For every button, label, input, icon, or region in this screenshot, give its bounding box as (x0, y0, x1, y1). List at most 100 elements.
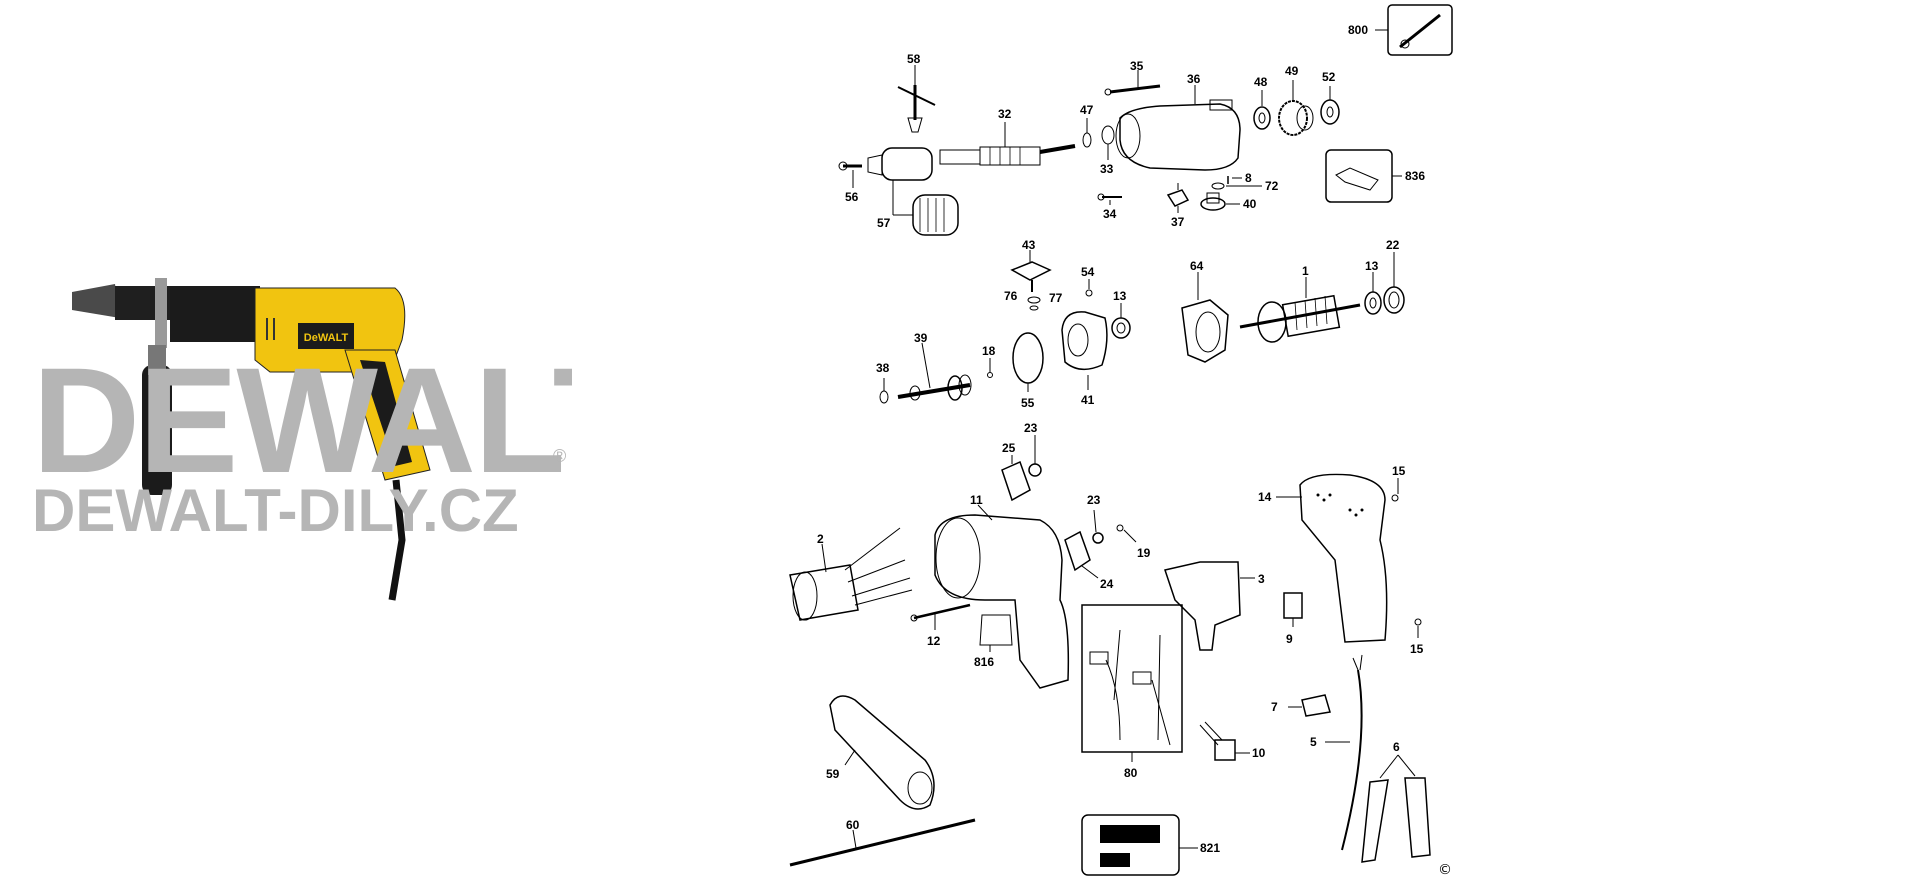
part-836-kit[interactable] (1325, 149, 1402, 203)
callout-23-a: 23 (1024, 421, 1038, 435)
part-9-block[interactable] (1283, 592, 1303, 627)
callout-14: 14 (1258, 490, 1272, 504)
part-40-knob[interactable] (1200, 192, 1240, 211)
callout-39: 39 (914, 331, 928, 345)
callout-35: 35 (1130, 59, 1144, 73)
part-18-ball[interactable] (987, 358, 993, 378)
part-80-brush-set[interactable] (1081, 604, 1183, 762)
part-22-ring[interactable] (1383, 252, 1405, 314)
product-badge-frame (298, 323, 354, 349)
part-13-bearing-b[interactable] (1364, 272, 1382, 315)
callout-58: 58 (907, 52, 921, 66)
part-8-pin[interactable] (1227, 176, 1242, 184)
callout-38: 38 (876, 361, 890, 375)
callout-13-b: 13 (1365, 259, 1379, 273)
callout-49: 49 (1285, 64, 1299, 78)
part-1-armature[interactable] (1239, 277, 1361, 343)
copyright-mark: © (1438, 862, 1452, 876)
callout-52: 52 (1322, 70, 1336, 84)
part-60-depth-rod[interactable] (789, 818, 976, 867)
callout-36: 36 (1187, 72, 1201, 86)
part-48-bearing[interactable] (1253, 90, 1271, 130)
part-35-screw[interactable] (1104, 70, 1161, 96)
part-25-brush-holder[interactable] (1001, 455, 1031, 502)
part-39-intermediate-shaft[interactable] (897, 342, 972, 401)
callout-9: 9 (1286, 632, 1293, 646)
part-58-chuck-key[interactable] (897, 65, 936, 133)
callout-23-b: 23 (1087, 493, 1101, 507)
callout-5: 5 (1310, 735, 1317, 749)
callout-800: 800 (1348, 23, 1368, 37)
drill-illustration (72, 278, 431, 601)
part-41-intermediate-flange[interactable] (1061, 311, 1108, 390)
callout-7: 7 (1271, 700, 1278, 714)
part-36-gear-housing[interactable] (1115, 85, 1241, 171)
part-5-cord[interactable] (1325, 654, 1363, 851)
callout-22: 22 (1386, 238, 1400, 252)
part-47-ring[interactable] (1082, 118, 1092, 148)
part-32-spindle[interactable] (939, 122, 1076, 166)
part-6-cord-guards[interactable] (1361, 754, 1431, 863)
callout-43: 43 (1022, 238, 1036, 252)
callout-3: 3 (1258, 572, 1265, 586)
part-15-screw-a[interactable] (1391, 478, 1399, 502)
part-13-bearing-a[interactable] (1111, 303, 1131, 339)
part-34-screw[interactable] (1097, 193, 1122, 205)
callout-12: 12 (927, 634, 941, 648)
callout-56: 56 (845, 190, 859, 204)
callout-80: 80 (1124, 766, 1138, 780)
callout-54: 54 (1081, 265, 1095, 279)
part-19-screw[interactable] (1116, 524, 1137, 543)
part-7-clamp[interactable] (1288, 694, 1331, 717)
part-59-side-handle[interactable] (829, 695, 935, 810)
part-52-bearing[interactable] (1320, 86, 1340, 125)
part-3-switch[interactable] (1164, 561, 1255, 651)
callout-32: 32 (998, 107, 1012, 121)
part-76-77-washers[interactable] (1027, 296, 1041, 311)
part-49-gear[interactable] (1278, 80, 1314, 136)
part-57-chuck[interactable] (867, 147, 959, 236)
part-56-screw[interactable] (838, 161, 862, 188)
part-33-bearing[interactable] (1101, 125, 1115, 160)
callout-77: 77 (1049, 291, 1063, 305)
part-55-oring[interactable] (1012, 332, 1044, 392)
callout-13-a: 13 (1113, 289, 1127, 303)
callout-34: 34 (1103, 207, 1117, 221)
part-38-washer[interactable] (879, 378, 889, 404)
product-badge-text: DeWALT (304, 332, 349, 344)
part-15-screw-b[interactable] (1414, 618, 1422, 638)
callout-2: 2 (817, 532, 824, 546)
part-816-label[interactable] (979, 614, 1013, 652)
callout-41: 41 (1081, 393, 1095, 407)
callout-10: 10 (1252, 746, 1266, 760)
callout-47: 47 (1080, 103, 1094, 117)
part-37-lever[interactable] (1166, 183, 1190, 213)
part-2-field[interactable] (789, 527, 913, 621)
part-11-motor-housing[interactable] (934, 504, 1070, 689)
callout-8: 8 (1245, 171, 1252, 185)
part-12-screw[interactable] (910, 603, 971, 630)
part-72-ring[interactable] (1211, 182, 1262, 190)
callout-6: 6 (1393, 740, 1400, 754)
watermark-registered: ® (553, 446, 567, 466)
callout-15-a: 15 (1392, 464, 1406, 478)
callout-40: 40 (1243, 197, 1257, 211)
callout-25: 25 (1002, 441, 1016, 455)
part-23-spring-b[interactable] (1092, 509, 1104, 544)
callout-15-b: 15 (1410, 642, 1424, 656)
part-821-label[interactable] (1081, 814, 1198, 876)
callout-24: 24 (1100, 577, 1114, 591)
part-800[interactable] (1375, 4, 1453, 56)
part-64-baffle[interactable] (1181, 272, 1229, 363)
part-14-handle-housing[interactable] (1276, 473, 1388, 643)
callout-59: 59 (826, 767, 840, 781)
callout-19: 19 (1137, 546, 1151, 560)
part-24-brush-holder[interactable] (1064, 530, 1099, 579)
part-10-connector[interactable] (1199, 721, 1250, 761)
callout-18: 18 (982, 344, 996, 358)
callout-37: 37 (1171, 215, 1185, 229)
part-23-spring-a[interactable] (1028, 435, 1042, 477)
part-54-ball[interactable] (1085, 279, 1093, 297)
part-43-plate[interactable] (1010, 250, 1052, 292)
